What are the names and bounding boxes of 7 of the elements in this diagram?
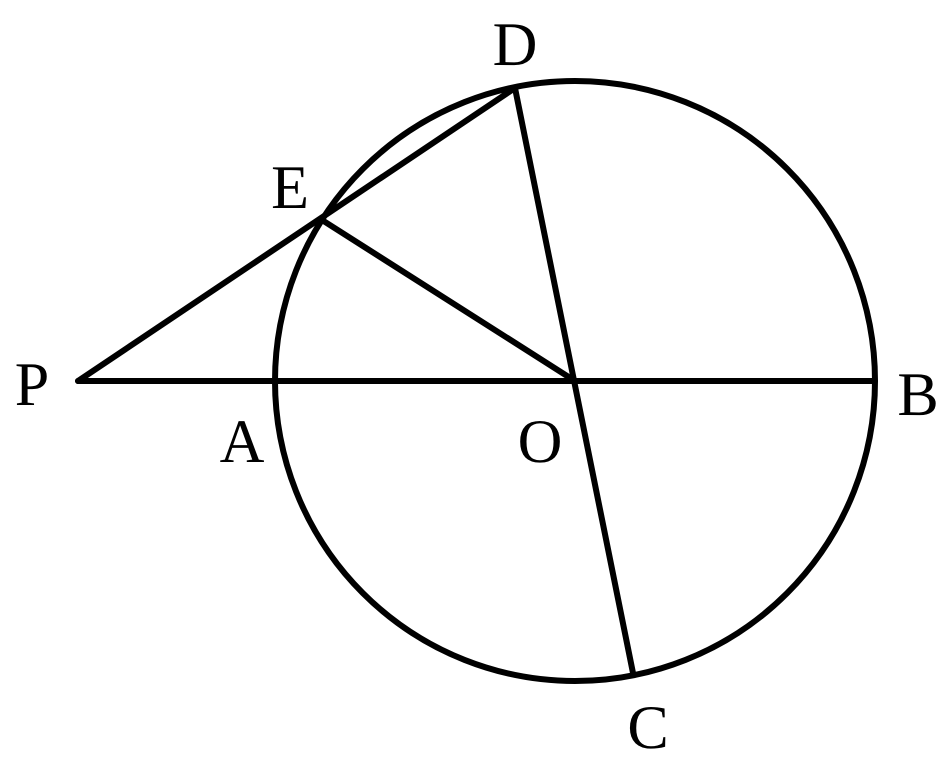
point-label: C <box>627 697 669 759</box>
point-label: P <box>14 354 50 416</box>
point-label: A <box>220 411 264 473</box>
point-label: E <box>271 157 309 219</box>
point-label: B <box>897 364 939 426</box>
point-label: O <box>518 411 562 473</box>
point-label: D <box>492 14 538 76</box>
